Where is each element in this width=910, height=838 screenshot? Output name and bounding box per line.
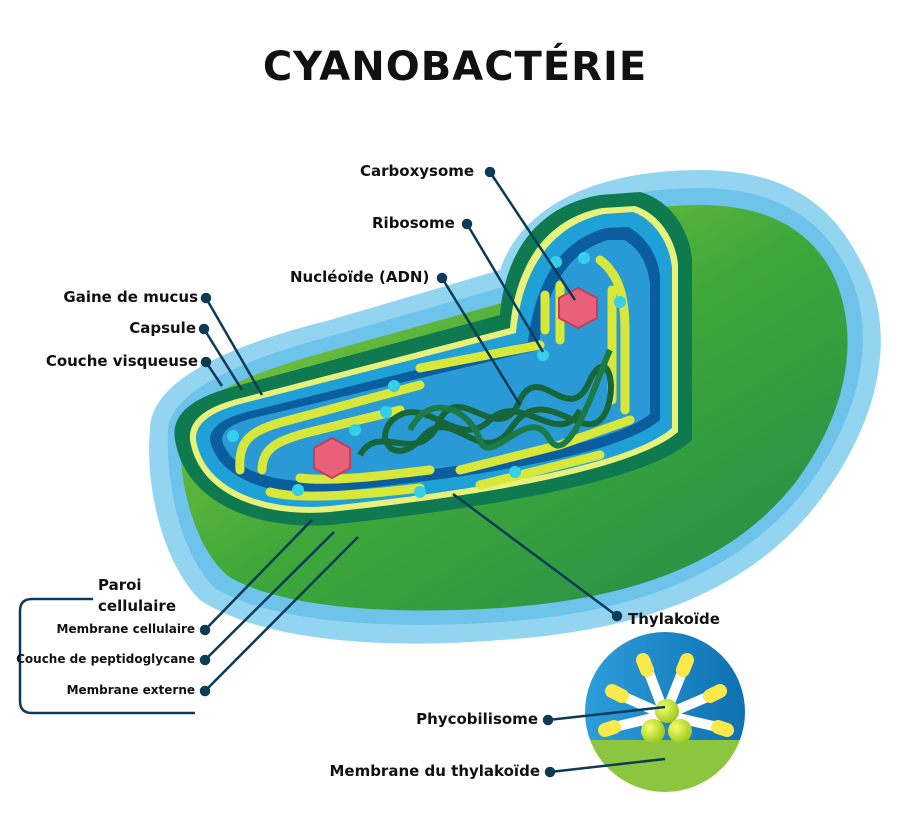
- label-mucus-sheath: Gaine de mucus: [63, 288, 198, 306]
- label-cell-membrane: Membrane cellulaire: [56, 622, 195, 636]
- leader-lines: [18, 166, 666, 778]
- label-ribosome: Ribosome: [372, 214, 455, 232]
- cell-wall-bracket: [18, 597, 195, 715]
- nucleoid-dna: [357, 348, 614, 457]
- thylakoid-inset: [585, 632, 745, 792]
- thylakoids: [235, 255, 635, 501]
- label-outer-membrane: Membrane externe: [66, 683, 195, 697]
- label-cell-wall-2: cellulaire: [98, 597, 177, 615]
- label-cell-wall-1: Paroi: [98, 576, 142, 594]
- label-thylakoid: Thylakoïde: [628, 610, 720, 628]
- diagram-title: CYANOBACTÉRIE: [262, 44, 648, 90]
- carboxysome: [558, 286, 598, 330]
- ribosomes: [227, 252, 626, 498]
- label-phycobilisome: Phycobilisome: [416, 710, 538, 728]
- carboxysome: [313, 436, 351, 480]
- label-peptidoglycan: Couche de peptidoglycane: [16, 652, 195, 666]
- label-capsule: Capsule: [129, 319, 196, 337]
- label-thylakoid-membrane: Membrane du thylakoïde: [329, 762, 540, 780]
- label-carboxysome: Carboxysome: [360, 162, 475, 180]
- label-nucleoid: Nucléoïde (ADN): [290, 268, 430, 286]
- label-slime-layer: Couche visqueuse: [45, 352, 198, 370]
